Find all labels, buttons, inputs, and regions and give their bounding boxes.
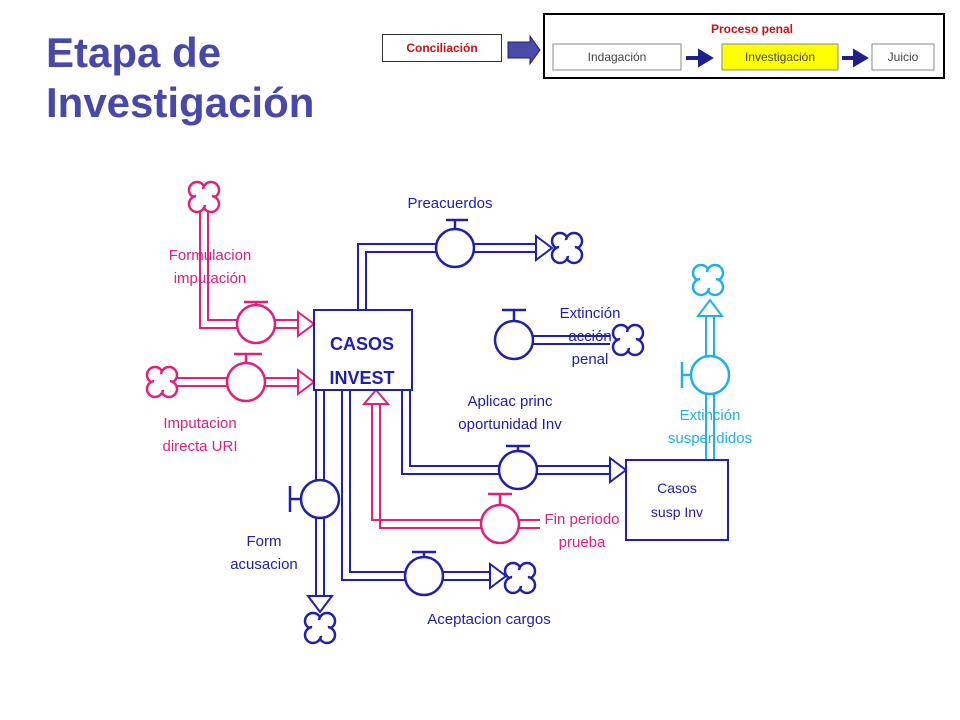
casos-susp-line2: susp Inv — [651, 504, 703, 520]
casos-invest-stock — [313, 309, 413, 391]
stage-juicio-box — [871, 43, 935, 71]
proceso-penal-label: Proceso penal — [711, 22, 793, 36]
aceptacion-sink-cloud — [503, 561, 537, 595]
preacuerdos-label: Preacuerdos — [407, 195, 493, 212]
stage-investigacion: Investigación — [744, 50, 816, 64]
blue-pipes — [315, 243, 610, 596]
formulacion-valve — [235, 300, 277, 345]
stage-investigacion-box — [721, 43, 839, 71]
casos-invest-line1: CASOS — [330, 334, 394, 354]
page-title: Etapa de Investigación — [46, 28, 314, 128]
preacuerdos-sink-cloud — [550, 231, 584, 265]
acusacion-valve — [288, 478, 341, 520]
aplicac-arrowhead — [609, 456, 628, 484]
aceptacion-valve — [403, 550, 445, 597]
fin-periodo-valve — [479, 492, 521, 545]
stage-arrow-1 — [686, 48, 714, 68]
acusacion-sink-cloud — [303, 611, 337, 645]
title-line-2: Investigación — [46, 79, 315, 126]
imputacion-arrowhead — [297, 368, 316, 396]
casos-invest-line2: INVEST — [329, 368, 394, 388]
fin-periodo-arrowhead — [361, 388, 391, 405]
stage-indagacion-box — [552, 43, 682, 71]
extincion-accion-valve — [493, 308, 535, 361]
title-line-1: Etapa de — [46, 29, 222, 76]
stage-indagacion: Indagación — [587, 50, 647, 64]
preacuerdos-valve — [434, 218, 476, 269]
stage-arrow-2 — [842, 48, 869, 68]
conciliacion-box: Conciliación — [382, 34, 502, 62]
casos-susp-stock — [625, 459, 729, 541]
extincion-susp-valve — [680, 354, 731, 396]
casos-susp-line1: Casos — [657, 480, 697, 496]
preacuerdos-arrowhead — [535, 234, 554, 262]
extincion-susp-sink-cloud — [691, 263, 725, 297]
aceptacion-label: Aceptacion cargos — [427, 611, 551, 628]
aplicac-valve — [497, 444, 539, 491]
extincion-susp-arrowhead — [696, 298, 724, 317]
formulacion-arrowhead — [297, 310, 316, 338]
stage-juicio: Juicio — [887, 50, 919, 64]
conciliacion-arrow — [507, 34, 541, 66]
acusacion-arrowhead — [306, 595, 334, 614]
imputacion-source-cloud — [145, 365, 179, 399]
imputacion-valve — [225, 352, 267, 403]
formulacion-source-cloud — [187, 180, 221, 214]
aceptacion-arrowhead — [489, 562, 508, 590]
